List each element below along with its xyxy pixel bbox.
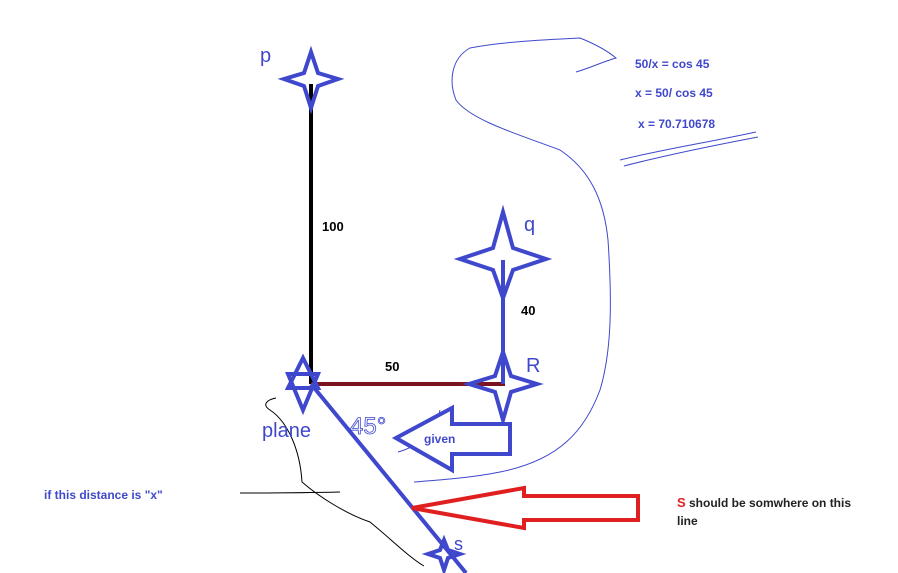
plane-star-icon bbox=[284, 353, 322, 416]
label-r: R bbox=[526, 355, 540, 377]
freehand-scribble bbox=[239, 397, 425, 567]
s-note-rest: should be somwhere on this bbox=[686, 496, 852, 510]
s-note-prefix: S bbox=[677, 495, 686, 510]
freehand-enclosure bbox=[413, 37, 618, 483]
angle-label: 45° bbox=[350, 413, 386, 440]
label-q: q bbox=[524, 214, 535, 236]
equation-2: x = 50/ cos 45 bbox=[635, 86, 713, 100]
freehand-underline-1 bbox=[619, 131, 757, 161]
red-arrow bbox=[411, 485, 640, 531]
equation-3: x = 70.710678 bbox=[638, 117, 715, 131]
distance-plane-r: 50 bbox=[385, 359, 399, 374]
q-star-icon bbox=[453, 204, 553, 304]
r-star-icon bbox=[462, 345, 544, 428]
given-arrow bbox=[391, 404, 512, 474]
distance-p-plane: 100 bbox=[322, 219, 344, 234]
distance-note: if this distance is "x" bbox=[44, 488, 163, 502]
freehand-underline-2 bbox=[623, 136, 759, 167]
label-s: s bbox=[454, 534, 463, 554]
s-note-line2: line bbox=[677, 514, 698, 528]
plane-s-line bbox=[309, 382, 468, 573]
label-p: p bbox=[260, 45, 271, 67]
equation-1: 50/x = cos 45 bbox=[635, 57, 710, 71]
label-plane: plane bbox=[262, 420, 311, 442]
s-star-icon bbox=[421, 534, 467, 573]
distance-r-q: 40 bbox=[521, 303, 535, 318]
given-label: given bbox=[424, 432, 455, 446]
s-note-line1: S should be somwhere on this bbox=[677, 495, 851, 510]
p-star-icon bbox=[277, 45, 345, 115]
